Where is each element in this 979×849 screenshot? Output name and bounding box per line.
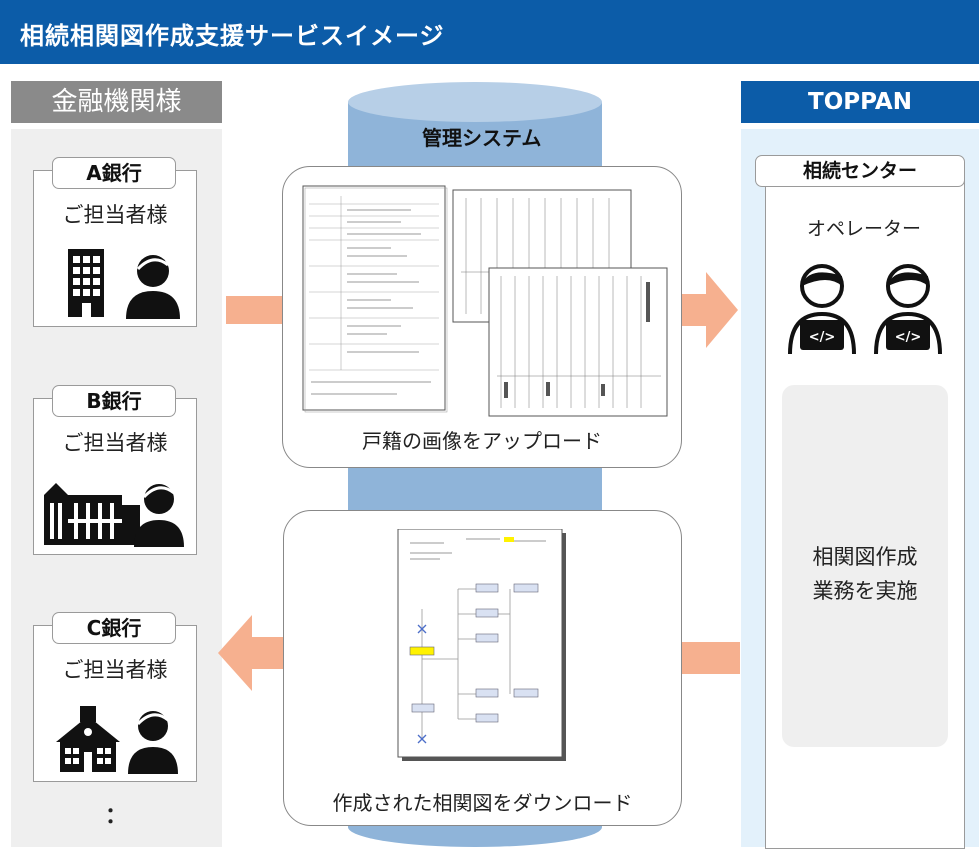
office-building-icon: [68, 249, 180, 319]
title-bar: [0, 0, 979, 64]
operator-icon: </>: [788, 264, 856, 355]
relationship-chart-image: [397, 529, 566, 761]
financial-institutions-header: 金融機関様: [11, 81, 222, 123]
more-banks-ellipsis: ：: [104, 804, 127, 829]
svg-text:</>: </>: [895, 330, 922, 345]
factory-building-icon: [44, 483, 184, 547]
task-box: [782, 385, 948, 747]
bank-contact-label-a: ご担当者様: [62, 203, 168, 227]
management-system-title: 管理システム: [422, 126, 542, 150]
arrow-from-center: [680, 642, 740, 674]
person-icon: [126, 255, 180, 319]
upload-caption: 戸籍の画像をアップロード: [362, 429, 602, 453]
bank-contact-label-b: ご担当者様: [62, 431, 168, 455]
person-icon: [128, 711, 178, 774]
person-icon: [134, 484, 184, 547]
task-description: 相関図作成 業務を実施: [782, 540, 948, 608]
task-line-1: 相関図作成: [812, 545, 918, 569]
school-building-icon: [56, 706, 178, 774]
bank-card-c: C銀行 ご担当者様: [33, 612, 197, 782]
inheritance-center-title: 相続センター: [755, 155, 965, 187]
toppan-header: TOPPAN: [741, 81, 979, 123]
arrow-to-system: [226, 296, 282, 324]
family-register-documents-image: [302, 185, 668, 417]
page-title: 相続相関図作成支援サービスイメージ: [20, 22, 445, 50]
operators-with-laptops-icon: </> </>: [788, 264, 942, 355]
upload-card: 戸籍の画像をアップロード: [282, 166, 682, 468]
download-caption: 作成された相関図をダウンロード: [332, 791, 633, 815]
arrow-right-icon: [680, 272, 738, 348]
arrow-left-icon: [218, 615, 284, 691]
bank-card-a: A銀行 ご担当者様: [33, 157, 197, 327]
operator-icon: </>: [874, 264, 942, 355]
bank-name-c: C銀行: [52, 612, 176, 644]
bank-name-b: B銀行: [52, 385, 176, 417]
operator-label: オペレーター: [806, 218, 921, 240]
svg-text:</>: </>: [809, 330, 836, 345]
bank-name-a: A銀行: [52, 157, 176, 189]
bank-contact-label-c: ご担当者様: [62, 658, 168, 682]
task-line-2: 業務を実施: [812, 579, 918, 603]
bank-card-b: B銀行 ご担当者様: [33, 385, 197, 555]
download-card: 作成された相関図をダウンロード: [283, 510, 682, 826]
